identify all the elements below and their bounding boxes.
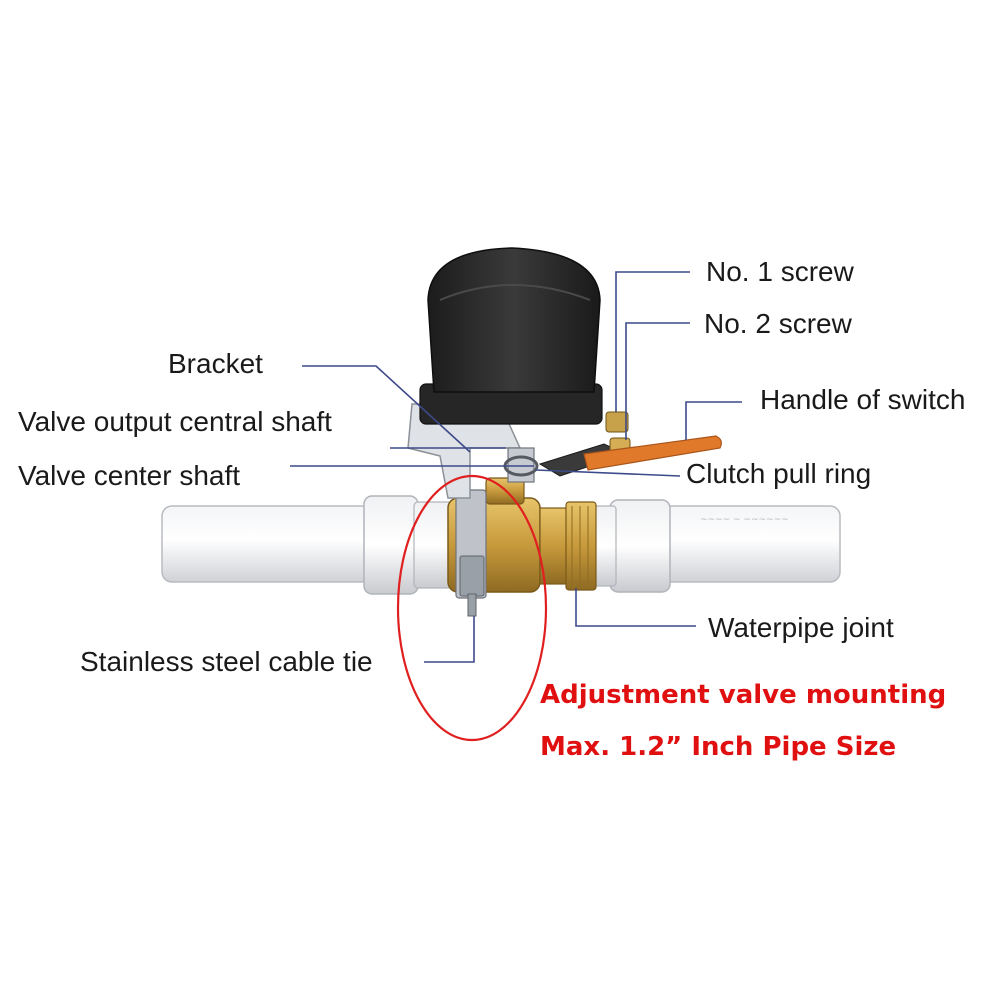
label-valve-output-central-shaft: Valve output central shaft [18,406,332,437]
screw-no1 [605,411,629,433]
center-shaft [507,447,535,483]
svg-text:~~~~ ~ ~~~~~~: ~~~~ ~ ~~~~~~ [700,515,789,525]
left-pipe [161,505,373,583]
right-fitting [609,499,671,593]
label-no1-screw: No. 1 screw [706,256,854,287]
leader-waterpipe-joint [575,588,696,627]
leader-cable-tie [424,616,475,663]
actuator-cap [427,247,601,393]
label-handle-of-switch: Handle of switch [760,384,966,415]
note-max-pipe-size: Max. 1.2” Inch Pipe Size [540,732,897,762]
label-valve-center-shaft: Valve center shaft [18,460,241,491]
label-clutch-pull-ring: Clutch pull ring [686,458,872,489]
leader-bracket [302,365,471,453]
label-bracket: Bracket [168,348,263,379]
leader-handle [685,401,742,440]
leader-lines [290,271,742,663]
left-fitting [363,495,419,595]
label-stainless-steel-cable-tie: Stainless steel cable tie [80,646,373,677]
mounting-highlight-ellipse [396,474,548,742]
leader-no2-screw [625,322,690,440]
switch-handle [583,435,722,471]
leader-no1-screw [615,271,690,412]
label-no2-screw: No. 2 screw [704,308,852,339]
label-waterpipe-joint: Waterpipe joint [708,612,894,643]
leader-clutch-ring [535,469,681,477]
note-adjustment-valve-mounting: Adjustment valve mounting [540,680,947,710]
